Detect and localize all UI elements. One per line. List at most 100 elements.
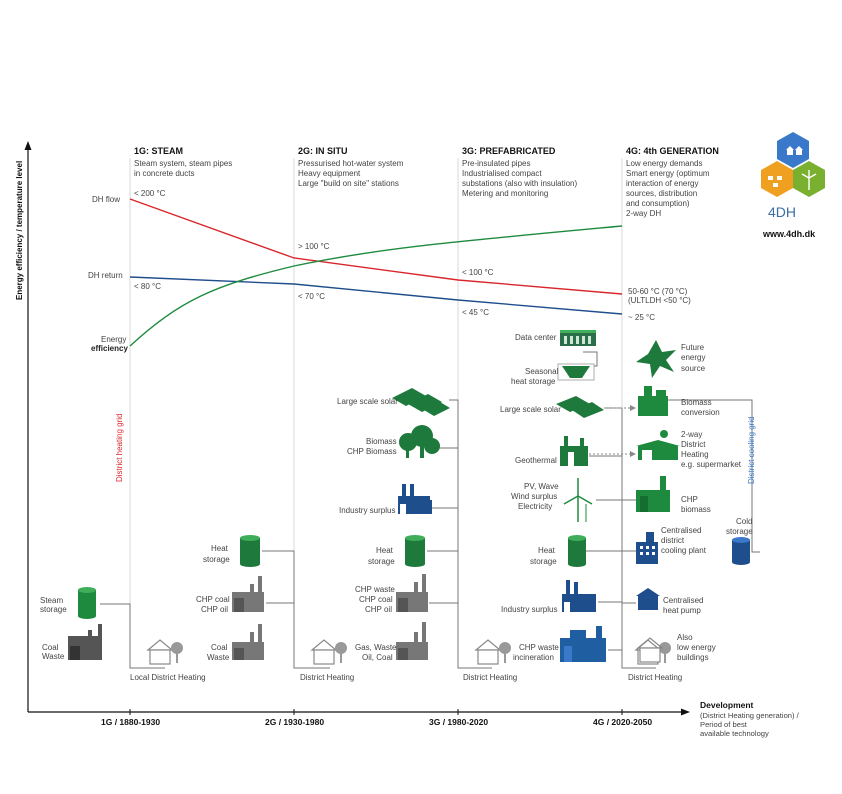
house-icon-3: [474, 639, 511, 665]
cold-storage-icon: [732, 537, 750, 565]
col3-heat-1: Heat: [376, 546, 393, 555]
col5-cold-2: storage: [726, 527, 753, 536]
y-axis-label: Energy efficiency / temperature level: [15, 160, 24, 300]
gen-4-desc-1: Low energy demands: [626, 159, 703, 168]
col5-chp-2: biomass: [681, 505, 711, 514]
x-axis-arrow: [681, 708, 690, 716]
gen-1-title: 1G: STEAM: [134, 146, 184, 156]
col1-steam-1: Steam: [40, 596, 64, 605]
gen-4-desc-2: Smart energy (optimum: [626, 169, 710, 178]
gen-2-desc-2: Heavy equipment: [298, 169, 361, 178]
temp-flow-4g-1: 50-60 °C (70 °C): [628, 287, 688, 296]
steam-storage-icon: [78, 587, 96, 619]
biomass-conversion-icon: [638, 386, 668, 416]
col4-pv-3: Electricity: [518, 502, 553, 511]
col5-chp-1: CHP: [681, 495, 698, 504]
gen-3-desc-1: Pre-insulated pipes: [462, 159, 531, 168]
logo-url-link[interactable]: www.4dh.dk: [763, 229, 816, 239]
gen-1-desc-2: in concrete ducts: [134, 169, 195, 178]
cooling-plant-icon: [636, 532, 658, 564]
tick-label-4g: 4G / 2020-2050: [593, 717, 653, 727]
col2-coal: Coal: [211, 643, 228, 652]
chp-waste-incineration-icon: [560, 626, 606, 662]
temp-ret-4g: ~ 25 °C: [628, 313, 655, 322]
future-energy-star-icon: [636, 340, 676, 378]
col4-data-center: Data center: [515, 333, 557, 342]
heat-pump-icon: [636, 588, 660, 610]
gen-1-desc-1: Steam system, steam pipes: [134, 159, 233, 168]
col5-2way-2: District: [681, 440, 706, 449]
col4-solar: Large scale solar: [500, 405, 561, 414]
col2-heat-2: storage: [203, 555, 230, 564]
dh-flow-label: DH flow: [92, 195, 121, 204]
col3-gas-2: Oil, Coal: [362, 653, 393, 662]
two-way-dh-supermarket-icon: [636, 430, 680, 460]
col3-chp-1: CHP waste: [355, 585, 395, 594]
gen-4-desc-3: interaction of energy: [626, 179, 699, 188]
chp-waste-plant-icon-3: [396, 574, 428, 612]
tick-label-2g: 2G / 1930-1980: [265, 717, 325, 727]
col3-solar: Large scale solar: [337, 397, 398, 406]
col3-biomass-2: CHP Biomass: [347, 447, 397, 456]
col4-seasonal-1: Seasonal: [525, 367, 559, 376]
col1-coal: Coal: [42, 643, 59, 652]
temp-flow-4g-2: (ULTLDH <50 °C): [628, 296, 691, 305]
temp-ret-3g: < 45 °C: [462, 308, 489, 317]
data-center-icon: [560, 330, 596, 346]
col5-2way-1: 2-way: [681, 430, 703, 439]
col5-2way-4: e.g. supermarket: [681, 460, 742, 469]
col3-bottom-label: District Heating: [463, 673, 518, 682]
x-axis-sub-3: available technology: [700, 729, 769, 738]
col5-heatpump-2: heat pump: [663, 606, 701, 615]
energy-efficiency-label-2: efficiency: [91, 344, 128, 353]
col4-pv-2: Wind surplus: [511, 492, 558, 501]
col4-industry: Industry surplus: [501, 605, 558, 614]
col1-bottom-label: Local District Heating: [130, 673, 206, 682]
solar-panel-icon-3: [392, 388, 450, 416]
col5-low-3: buildings: [677, 653, 709, 662]
tick-label-1g: 1G / 1880-1930: [101, 717, 161, 727]
heat-storage-icon-3: [405, 535, 425, 567]
geothermal-icon: [560, 436, 588, 466]
chp-coal-plant-icon: [232, 576, 264, 612]
col5-future-3: source: [681, 364, 706, 373]
col2-chp-1: CHP coal: [196, 595, 230, 604]
coal-plant-icon: [68, 624, 102, 660]
col2-bottom-label: District Heating: [300, 673, 355, 682]
gen-2-desc-3: Large "build on site" stations: [298, 179, 399, 188]
x-axis-label: Development: [700, 700, 754, 710]
col2-heat-1: Heat: [211, 544, 228, 553]
heat-storage-icon-4: [568, 535, 586, 567]
col1-waste: Waste: [42, 652, 65, 661]
logo-4dh-icon: [761, 132, 825, 197]
gen-3-title: 3G: PREFABRICATED: [462, 146, 556, 156]
district-cooling-grid-label: District cooling grid: [747, 416, 756, 484]
cooling-grid-line: [660, 399, 760, 553]
temp-flow-3g: < 100 °C: [462, 268, 494, 277]
dh-flow-curve: [129, 198, 623, 295]
gen-4-desc-5: and consumption): [626, 199, 690, 208]
gen-2-desc-1: Pressurised hot-water system: [298, 159, 404, 168]
temp-ret-1g: < 80 °C: [134, 282, 161, 291]
gas-waste-plant-icon-3: [396, 622, 428, 660]
gen-3-desc-2: Industrialised compact: [462, 169, 542, 178]
col4-geothermal: Geothermal: [515, 456, 557, 465]
x-axis-sub-2: Period of best: [700, 720, 747, 729]
house-icon-2: [310, 639, 347, 665]
col4-chp-2: incineration: [513, 653, 554, 662]
gen-3-desc-4: Metering and monitoring: [462, 189, 549, 198]
col3-industry: Industry surplus: [339, 506, 396, 515]
col3-gas-1: Gas, Waste: [355, 643, 397, 652]
x-axis-sub-1: (District Heating generation) /: [700, 711, 799, 720]
energy-efficiency-curve: [129, 225, 623, 347]
industry-surplus-icon-3: [398, 484, 432, 514]
low-energy-house-icon: [636, 637, 664, 663]
col5-2way-3: Heating: [681, 450, 709, 459]
gen-2-title: 2G: IN SITU: [298, 146, 348, 156]
house-icon-1: [146, 639, 183, 665]
dashed-arrows: [589, 407, 632, 455]
chp-biomass-icon: [636, 476, 670, 512]
solar-panel-icon-4: [556, 396, 604, 418]
